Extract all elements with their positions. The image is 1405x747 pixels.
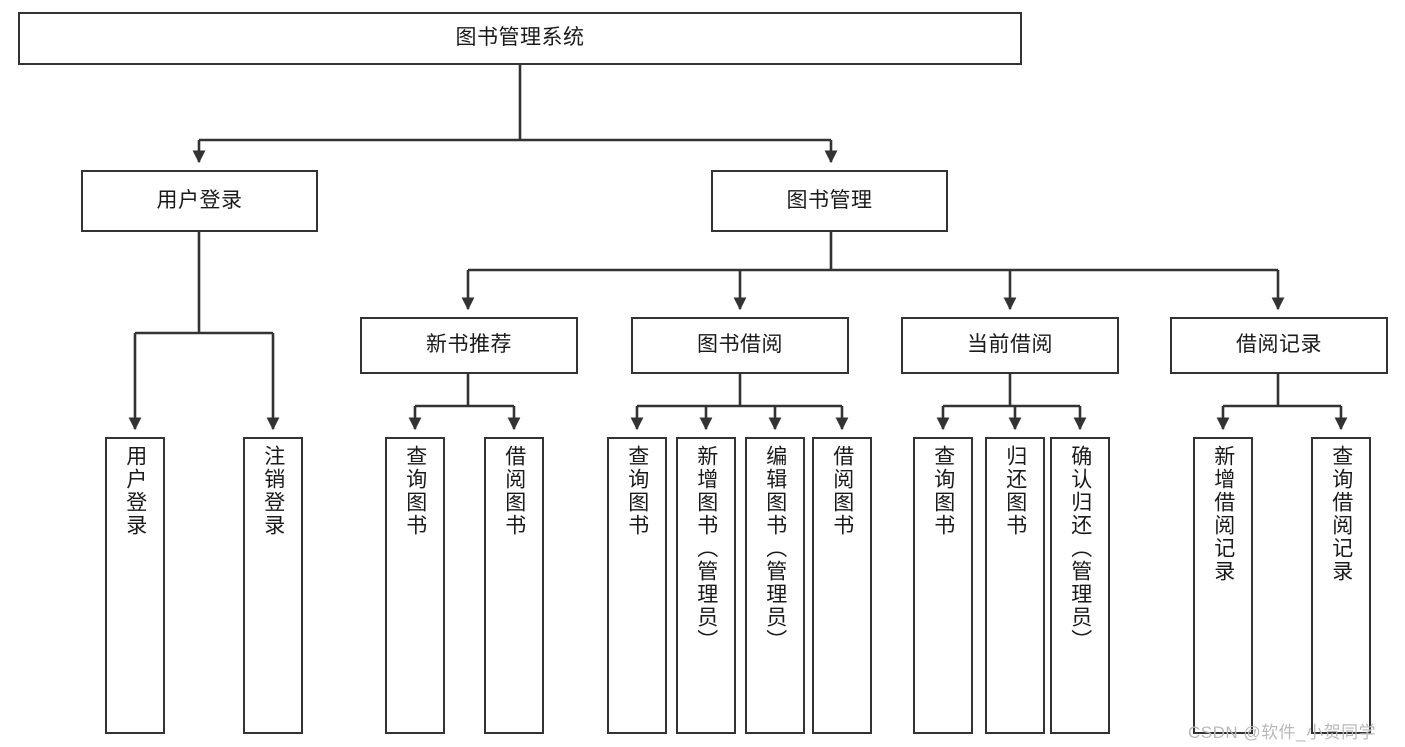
- node-leaf-user-login-label: 用户登录: [123, 445, 147, 537]
- node-leaf-query-record[interactable]: 查询借阅记录: [1311, 437, 1371, 734]
- node-leaf-query-book-3-label: 查询图书: [931, 445, 955, 537]
- node-book-borrow-label: 图书借阅: [697, 333, 783, 357]
- node-leaf-query-book-3[interactable]: 查询图书: [913, 437, 973, 734]
- node-current-borrow-label: 当前借阅: [967, 333, 1053, 357]
- node-leaf-query-book-1-label: 查询图书: [403, 445, 427, 537]
- node-new-book-rec-label: 新书推荐: [426, 333, 512, 357]
- node-leaf-borrow-book-2[interactable]: 借阅图书: [812, 437, 872, 734]
- node-user-login[interactable]: 用户登录: [81, 170, 318, 232]
- watermark-text: CSDN @软件_小贺同学: [1188, 723, 1377, 742]
- node-book-borrow[interactable]: 图书借阅: [631, 317, 849, 374]
- node-leaf-confirm-return[interactable]: 确认归还（管理员）: [1050, 437, 1110, 734]
- node-leaf-edit-book[interactable]: 编辑图书（管理员）: [745, 437, 805, 734]
- node-leaf-query-book-2[interactable]: 查询图书: [607, 437, 667, 734]
- node-leaf-add-record[interactable]: 新增借阅记录: [1193, 437, 1253, 734]
- node-leaf-borrow-book-2-label: 借阅图书: [830, 445, 854, 537]
- node-leaf-add-book[interactable]: 新增图书（管理员）: [676, 437, 736, 734]
- node-leaf-user-login[interactable]: 用户登录: [105, 437, 165, 734]
- node-root[interactable]: 图书管理系统: [18, 12, 1022, 65]
- node-book-manage-label: 图书管理: [786, 188, 873, 212]
- node-current-borrow[interactable]: 当前借阅: [901, 317, 1119, 374]
- node-user-login-label: 用户登录: [156, 188, 243, 212]
- node-leaf-logout-label: 注销登录: [261, 445, 285, 537]
- node-borrow-record-label: 借阅记录: [1236, 333, 1322, 357]
- node-leaf-return-book[interactable]: 归还图书: [985, 437, 1045, 734]
- node-leaf-borrow-book-1-label: 借阅图书: [502, 445, 526, 537]
- node-leaf-add-book-label: 新增图书（管理员）: [694, 445, 718, 652]
- node-leaf-query-book-2-label: 查询图书: [625, 445, 649, 537]
- node-leaf-return-book-label: 归还图书: [1003, 445, 1027, 537]
- node-leaf-query-record-label: 查询借阅记录: [1329, 445, 1353, 583]
- node-new-book-rec[interactable]: 新书推荐: [360, 317, 578, 374]
- node-leaf-add-record-label: 新增借阅记录: [1211, 445, 1235, 583]
- node-borrow-record[interactable]: 借阅记录: [1170, 317, 1388, 374]
- node-leaf-logout[interactable]: 注销登录: [243, 437, 303, 734]
- node-book-manage[interactable]: 图书管理: [711, 170, 948, 232]
- node-root-label: 图书管理系统: [455, 26, 585, 50]
- node-leaf-borrow-book-1[interactable]: 借阅图书: [484, 437, 544, 734]
- node-leaf-query-book-1[interactable]: 查询图书: [385, 437, 445, 734]
- node-leaf-edit-book-label: 编辑图书（管理员）: [763, 445, 787, 652]
- node-leaf-confirm-return-label: 确认归还（管理员）: [1068, 445, 1092, 652]
